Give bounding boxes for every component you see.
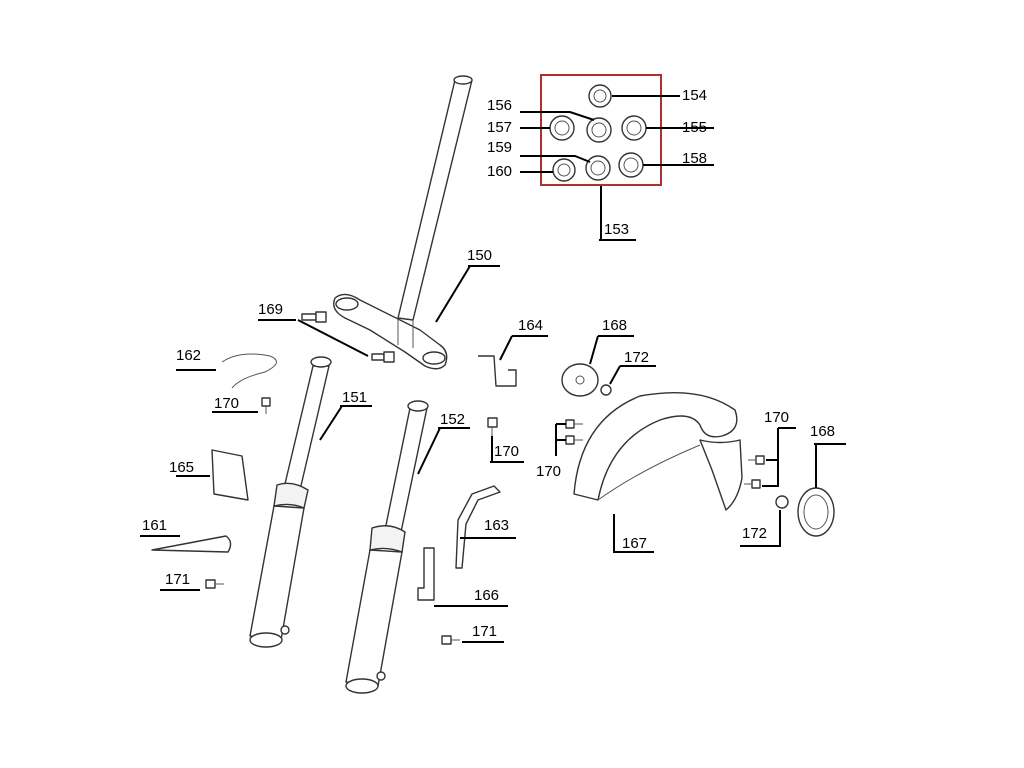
callout-162: 162 <box>176 347 201 364</box>
bearing-kit <box>540 74 662 186</box>
callout-170-mid: 170 <box>494 443 519 460</box>
callout-167: 167 <box>622 535 647 552</box>
fork-leg-right <box>345 400 429 694</box>
callout-172-top: 172 <box>624 349 649 366</box>
callout-170-fender: 170 <box>536 463 561 480</box>
front-fender <box>573 391 743 511</box>
callout-171-bottom: 171 <box>472 623 497 640</box>
callout-169: 169 <box>258 301 283 318</box>
callout-156: 156 <box>487 97 512 114</box>
callout-172-bottom: 172 <box>742 525 767 542</box>
fork-leg-left <box>249 356 332 648</box>
callout-171-left: 171 <box>165 571 190 588</box>
callout-168-top: 168 <box>602 317 627 334</box>
callout-154: 154 <box>682 87 707 104</box>
leader-lines <box>140 95 846 643</box>
callout-labels: 150 151 152 153 154 155 156 157 158 159 … <box>142 87 835 640</box>
callout-164: 164 <box>518 317 543 334</box>
callout-170-left: 170 <box>214 395 239 412</box>
callout-158: 158 <box>682 150 707 167</box>
steering-stem <box>333 75 473 370</box>
callout-160: 160 <box>487 163 512 180</box>
callout-151: 151 <box>342 389 367 406</box>
callout-159: 159 <box>487 139 512 156</box>
callout-157: 157 <box>487 119 512 136</box>
callout-170-right: 170 <box>764 409 789 426</box>
callout-163: 163 <box>484 517 509 534</box>
callout-152: 152 <box>440 411 465 428</box>
callout-155: 155 <box>682 119 707 136</box>
callout-168-right: 168 <box>810 423 835 440</box>
small-parts <box>151 311 835 645</box>
callout-165: 165 <box>169 459 194 476</box>
callout-161: 161 <box>142 517 167 534</box>
callout-153: 153 <box>604 221 629 238</box>
callout-150: 150 <box>467 247 492 264</box>
callout-166: 166 <box>474 587 499 604</box>
